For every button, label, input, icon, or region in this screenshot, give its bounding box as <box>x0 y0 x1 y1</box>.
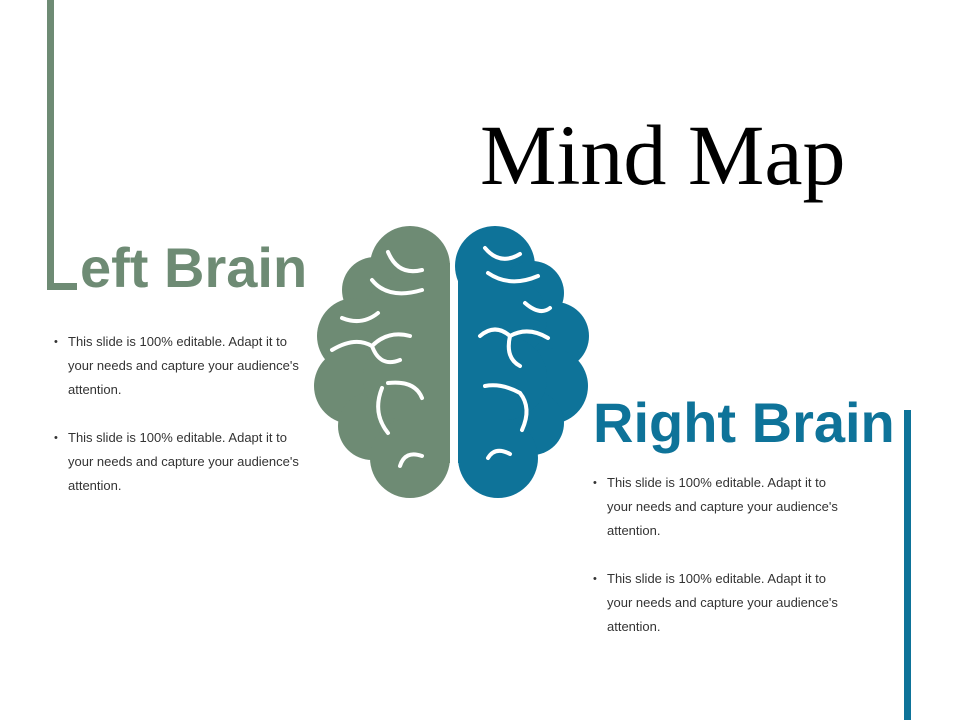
left-accent-bar <box>47 0 54 290</box>
right-brain-heading: Right Brain <box>593 391 895 454</box>
left-bullet-1: This slide is 100% editable. Adapt it to… <box>54 330 314 402</box>
right-hemisphere-icon <box>455 226 589 498</box>
left-bullet-list: This slide is 100% editable. Adapt it to… <box>54 330 314 522</box>
right-bullet-list: This slide is 100% editable. Adapt it to… <box>593 471 853 663</box>
right-bullet-2: This slide is 100% editable. Adapt it to… <box>593 567 853 639</box>
left-brain-heading: eft Brain <box>80 236 308 299</box>
brain-icon <box>314 226 589 498</box>
left-accent-foot <box>47 283 77 290</box>
brain-folds <box>330 246 552 468</box>
right-accent-bar <box>904 410 911 720</box>
right-bullet-1: This slide is 100% editable. Adapt it to… <box>593 471 853 543</box>
left-bullet-2: This slide is 100% editable. Adapt it to… <box>54 426 314 498</box>
slide-title: Mind Map <box>480 107 846 203</box>
